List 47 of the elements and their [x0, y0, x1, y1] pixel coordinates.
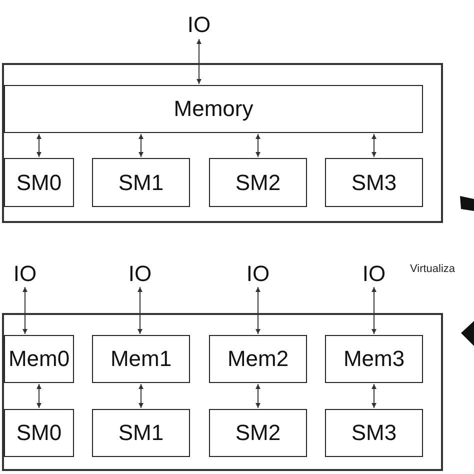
component-box [4, 85, 423, 133]
double-arrow [138, 286, 142, 334]
component-box [92, 409, 190, 457]
box-label: SM1 [118, 422, 164, 444]
side-note: Virtualiza [410, 263, 456, 275]
box-label: Mem2 [227, 348, 289, 370]
box-label: SM3 [351, 422, 397, 444]
component-box [4, 409, 74, 457]
component-box [325, 158, 423, 207]
component-box [92, 158, 190, 207]
container-box [2, 313, 443, 471]
double-arrow [256, 286, 260, 334]
io-label: IO [187, 14, 211, 36]
component-box [209, 409, 307, 457]
io-label: IO [362, 263, 386, 285]
box-label: Mem3 [343, 348, 405, 370]
double-arrow [138, 384, 144, 408]
box-label: SM2 [235, 172, 281, 194]
io-label: IO [246, 263, 270, 285]
box-label: Mem1 [110, 348, 172, 370]
container-box [2, 63, 443, 223]
box-label: Memory [174, 98, 254, 120]
component-box [325, 409, 423, 457]
box-label: SM3 [351, 172, 397, 194]
double-arrow [372, 134, 376, 158]
component-box [4, 158, 74, 207]
component-box [325, 335, 423, 383]
component-box [92, 335, 190, 383]
component-box [4, 335, 74, 383]
io-label: IO [128, 263, 152, 285]
box-label: SM0 [16, 172, 62, 194]
double-arrow [256, 384, 260, 408]
component-box [209, 335, 307, 383]
double-arrow [138, 134, 144, 158]
box-label: Mem0 [8, 348, 70, 370]
box-label: SM2 [235, 422, 281, 444]
double-arrow [36, 134, 42, 158]
double-arrow [256, 134, 260, 158]
double-arrow [372, 384, 376, 408]
box-label: SM0 [16, 422, 62, 444]
double-arrow [372, 286, 376, 334]
component-box [209, 158, 307, 207]
double-arrow [22, 286, 28, 334]
double-arrow [196, 38, 202, 84]
box-label: SM1 [118, 172, 164, 194]
io-label: IO [13, 263, 37, 285]
double-arrow [36, 384, 42, 408]
